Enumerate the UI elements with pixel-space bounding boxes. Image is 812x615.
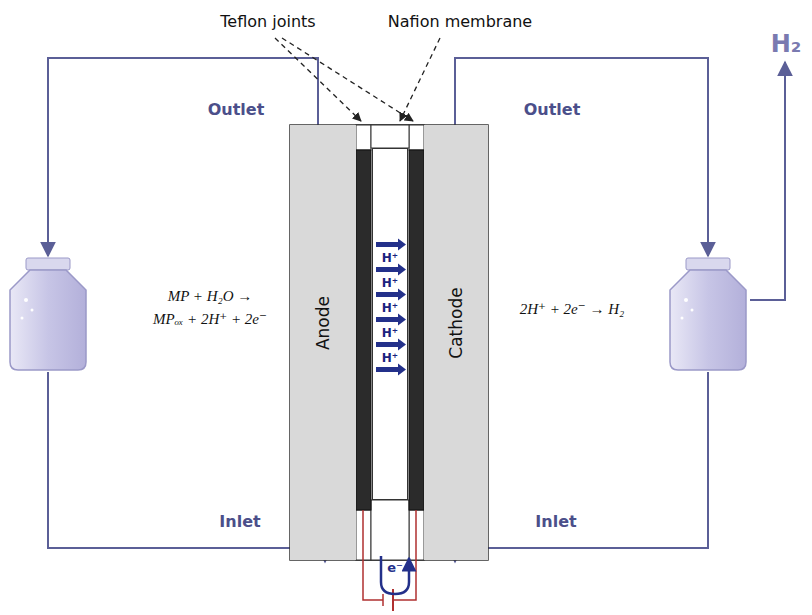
leader-lines [275,38,440,121]
callout-label: Teflon joints [220,12,315,31]
proton-label: H⁺ [382,276,398,290]
electrode-label: Anode [313,295,333,349]
reaction-equation: MPₒₓ + 2H⁺ + 2e⁻ [153,310,267,328]
flow-lines [48,58,785,562]
proton-label: H⁺ [382,301,398,315]
proton-arrow [376,339,406,351]
nafion-membrane: H⁺ H⁺ H⁺ H⁺ H⁺ [372,148,408,500]
electrode-label: Cathode [446,287,466,358]
reservoir-right [670,258,746,370]
cell-assembly [290,125,488,560]
cathode-block: Cathode [424,125,488,560]
reservoir-left [10,258,86,370]
flow-label: Inlet [535,512,576,531]
proton-arrows [376,239,406,376]
proton-label: H⁺ [382,351,398,365]
callout-label: Nafion membrane [388,12,532,31]
proton-label: H⁺ [382,251,398,265]
reaction-equation: 2H⁺ + 2e⁻ → H₂ [520,300,625,318]
flow-label: Outlet [524,100,581,119]
product-label: H₂ [771,30,802,58]
flow-label: Outlet [208,100,265,119]
proton-arrow [376,314,406,326]
electron-flow-arrow [381,556,409,594]
reaction-equation: MP + H₂O → [168,288,253,305]
flow-label: Inlet [219,512,260,531]
proton-arrow [376,264,406,276]
external-circuit [363,510,416,611]
anode-block: Anode [290,125,356,560]
proton-arrow [376,239,406,251]
proton-arrow [376,364,406,376]
proton-label: H⁺ [382,326,398,340]
electron-label: e⁻ [387,560,403,575]
proton-arrow [376,289,406,301]
